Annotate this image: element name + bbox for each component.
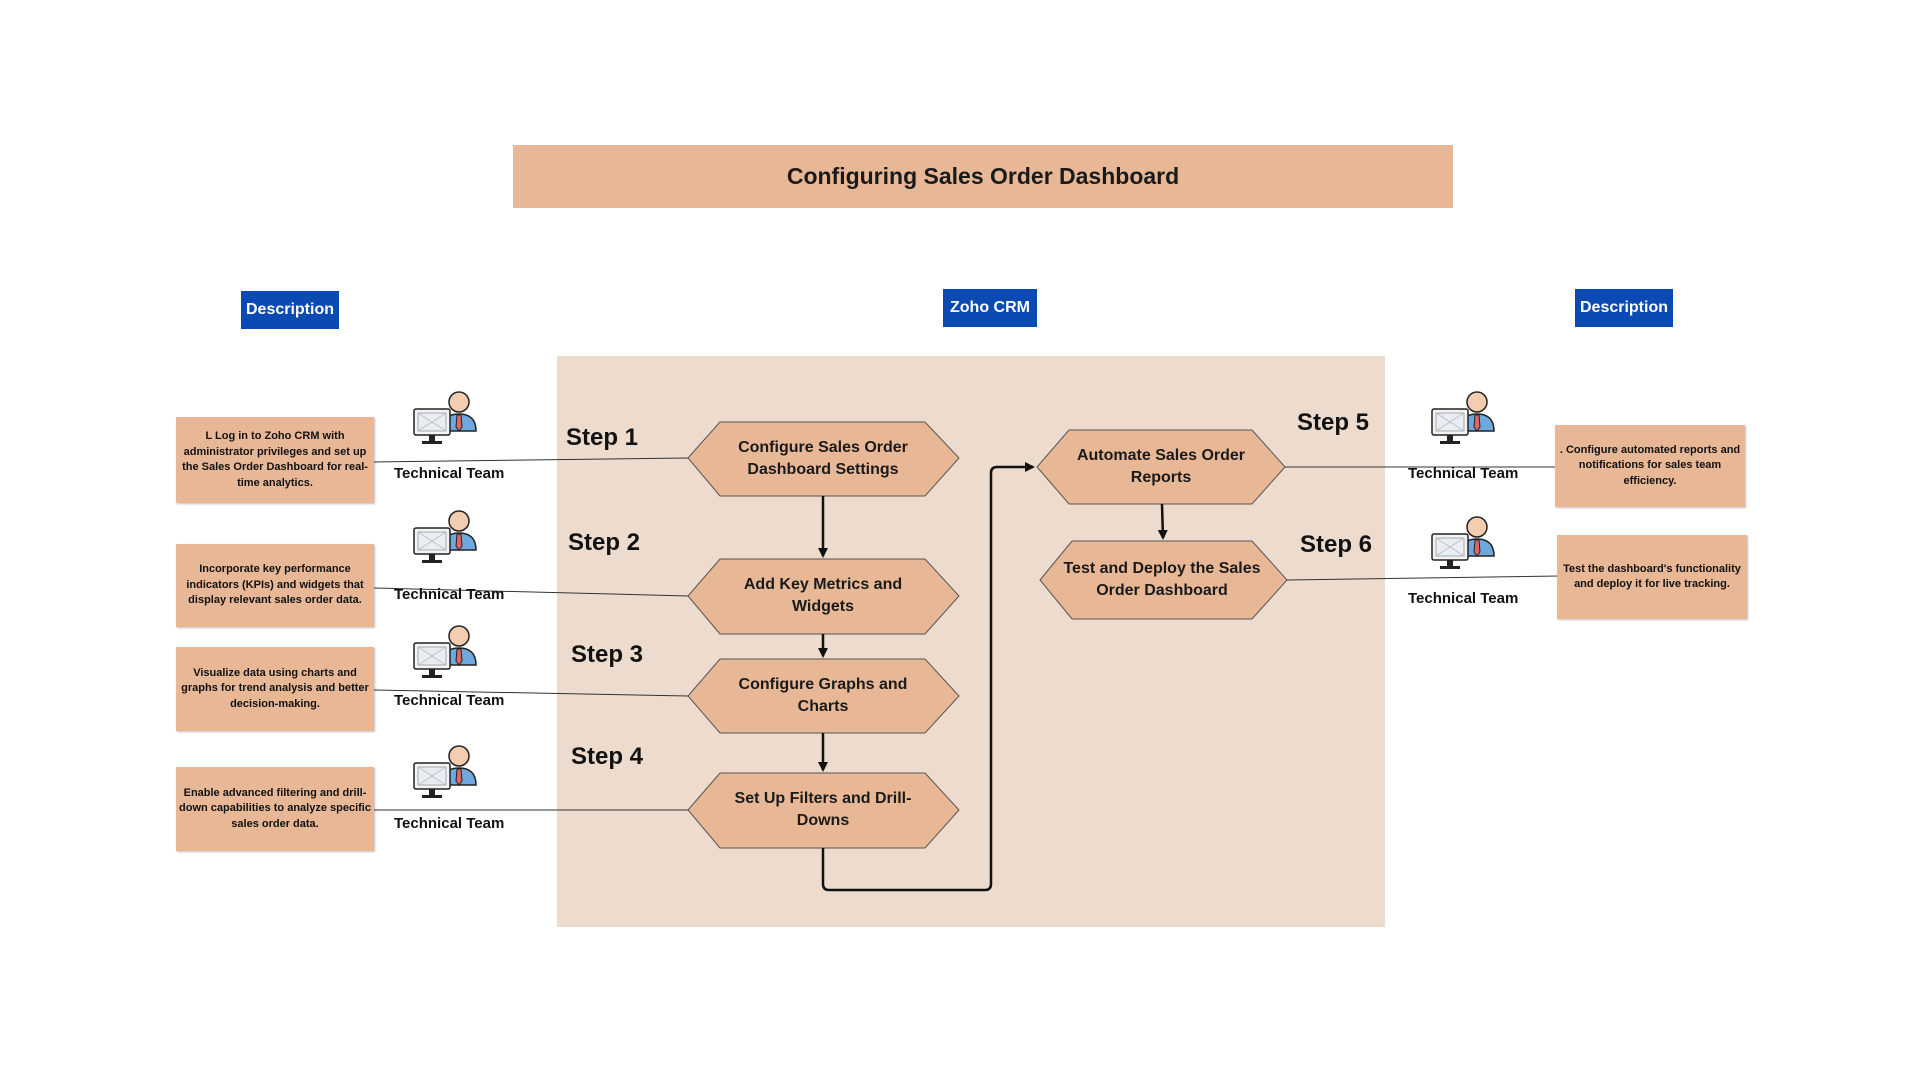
step5-description: . Configure automated reports and notifi… bbox=[1555, 425, 1745, 507]
step4-team-label: Technical Team bbox=[394, 815, 505, 832]
step2-team-label: Technical Team bbox=[394, 586, 505, 603]
zoho-crm-tag: Zoho CRM bbox=[943, 289, 1037, 327]
step4-label: Step 4 bbox=[571, 743, 644, 770]
step4-description: Enable advanced filtering and drill-down… bbox=[176, 767, 374, 851]
person-at-computer-icon bbox=[413, 510, 477, 563]
step1-description: L Log in to Zoho CRM with administrator … bbox=[176, 417, 374, 503]
person-at-computer-icon bbox=[413, 745, 477, 798]
step4-hexagon bbox=[687, 772, 960, 849]
step1-box-label: Configure Sales Order Dashboard Settings bbox=[738, 439, 908, 478]
step1-fine-print bbox=[796, 491, 856, 495]
step6-box-label: Test and Deploy the Sales Order Dashboar… bbox=[1063, 560, 1261, 599]
step5-box-label: Automate Sales Order Reports bbox=[1076, 447, 1246, 486]
person-at-computer-icon bbox=[1431, 516, 1495, 569]
step1-label: Step 1 bbox=[566, 424, 639, 451]
step3-box-label: Configure Graphs and Charts bbox=[738, 676, 908, 715]
step2-hexagon bbox=[687, 558, 960, 635]
step3-team-label: Technical Team bbox=[394, 692, 505, 709]
step6-label: Step 6 bbox=[1300, 531, 1373, 558]
step3-hexagon bbox=[687, 658, 960, 734]
person-at-computer-icon bbox=[413, 391, 477, 444]
step1-hexagon bbox=[687, 421, 960, 497]
description-tag-left: Description bbox=[241, 291, 339, 329]
step2-box-label: Add Key Metrics and Widgets bbox=[743, 576, 903, 615]
diagram-title: Configuring Sales Order Dashboard bbox=[513, 145, 1453, 208]
step2-description: Incorporate key performance indicators (… bbox=[176, 544, 374, 627]
description-tag-right: Description bbox=[1575, 289, 1673, 327]
step2-label: Step 2 bbox=[568, 529, 641, 556]
step1-team-label: Technical Team bbox=[394, 465, 505, 482]
step3-label: Step 3 bbox=[571, 641, 644, 668]
step5-label: Step 5 bbox=[1297, 409, 1370, 436]
step4-box-label: Set Up Filters and Drill-Downs bbox=[734, 790, 912, 829]
person-at-computer-icon bbox=[1431, 391, 1495, 444]
step3-description: Visualize data using charts and graphs f… bbox=[176, 647, 374, 731]
person-at-computer-icon bbox=[413, 625, 477, 678]
step6-team-label: Technical Team bbox=[1408, 590, 1519, 607]
step6-description: Test the dashboard's functionality and d… bbox=[1557, 535, 1747, 619]
step5-team-label: Technical Team bbox=[1408, 465, 1519, 482]
